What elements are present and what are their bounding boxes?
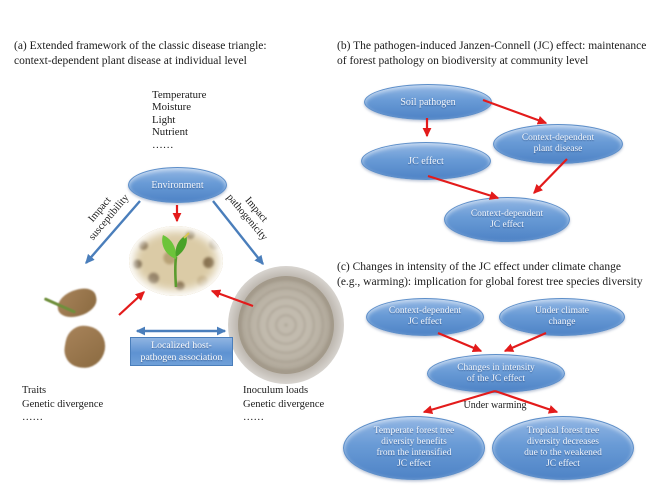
caption-traits: Traits [22, 385, 47, 396]
env-factor-light: Light [152, 113, 176, 126]
arrow-plant-disease-to-context-jc [533, 158, 568, 194]
arrow-soil-pathogen-to-plant-disease [482, 98, 548, 125]
caption-inoculum-loads: Inoculum loads [243, 385, 309, 396]
impact-pathogenicity-label: Impact pathogenicity [224, 192, 270, 243]
context-dependent-plant-disease-node: Context-dependent plant disease [493, 124, 623, 164]
caption-genetic-divergence: Genetic divergence [22, 398, 104, 410]
jc-effect-node: JC effect [361, 142, 491, 180]
context-dependent-jc-effect-node-c: Context-dependent JC effect [366, 298, 484, 336]
environment-factor-list: Temperature Moisture Light Nutrient …… [152, 89, 206, 151]
under-warming-label: Under warming [463, 400, 527, 411]
seedling-gravel-photo [129, 226, 223, 296]
arrow-host-to-plant [118, 291, 145, 316]
localized-host-pathogen-association-box: Localized host- pathogen association [130, 337, 233, 366]
env-factor-moisture: Moisture [152, 101, 191, 114]
sprout-icon [162, 232, 190, 288]
caption-ellipsis: …… [243, 412, 264, 423]
panel-b-title: (b) The pathogen-induced Janzen-Connell … [337, 40, 647, 67]
caption-ellipsis: …… [22, 412, 43, 423]
changes-in-intensity-node: Changes in intensity of the JC effect [427, 354, 565, 393]
caption-genetic-divergence: Genetic divergence [243, 398, 325, 410]
context-dependent-jc-effect-node-b: Context-dependent JC effect [444, 197, 570, 242]
petri-dish-photo [238, 276, 334, 374]
tropical-forest-node: Tropical forest tree diversity decreases… [492, 416, 634, 480]
soil-seedling-photo [9, 268, 120, 381]
env-factor-ellipsis: …… [152, 138, 174, 151]
env-factor-nutrient: Nutrient [152, 126, 188, 139]
panel-a-title: (a) Extended framework of the classic di… [14, 40, 267, 67]
photo-feather-edge [238, 276, 334, 374]
under-climate-change-node: Under climate change [499, 298, 625, 336]
panel-c-title: (c) Changes in intensity of the JC effec… [337, 261, 643, 288]
soil-pathogen-node: Soil pathogen [364, 84, 492, 120]
env-factor-temperature: Temperature [152, 89, 207, 101]
pathogen-caption: Inoculum loads Genetic divergence …… [243, 384, 324, 425]
arrow-context-jc-to-changes [437, 331, 483, 353]
host-caption: Traits Genetic divergence …… [22, 384, 103, 425]
arrow-climate-change-to-changes [503, 331, 547, 353]
culture-rings-texture [238, 276, 334, 374]
temperate-forest-node: Temperate forest tree diversity benefits… [343, 416, 485, 480]
photo-feather-edge [9, 268, 120, 381]
environment-node: Environment [128, 167, 227, 203]
